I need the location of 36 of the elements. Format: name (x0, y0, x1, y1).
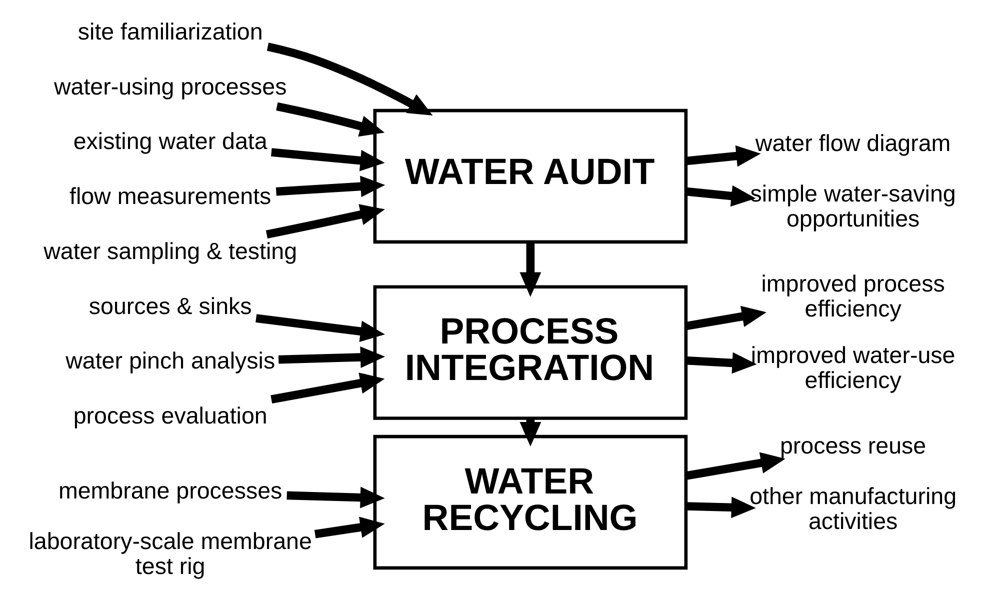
node-text: simple water-saving opportunities (750, 180, 956, 232)
node-text: process evaluation (72, 402, 267, 429)
node-text: water flow diagram (754, 130, 950, 156)
node-box: WATER RECYCLING (372, 434, 688, 570)
node-text: water-using processes (53, 73, 286, 100)
arrow (270, 372, 384, 404)
arrow (519, 242, 541, 297)
node-text: process reuse (780, 432, 926, 459)
node-box: PROCESS INTEGRATION (372, 285, 688, 420)
node-text: laboratory-scale membrane test rig (28, 528, 312, 580)
arrow (685, 185, 756, 207)
node-text: membrane processes (58, 477, 282, 504)
arrow (685, 145, 760, 167)
arrow (255, 314, 384, 342)
node-text: existing water data (72, 128, 267, 154)
arrow (286, 486, 384, 508)
node-text: site familiarization (77, 18, 262, 44)
arrow (265, 204, 384, 238)
node-text: sources & sinks (88, 292, 252, 319)
node-text: water sampling & testing (43, 238, 297, 264)
arrow (685, 352, 756, 374)
node-text: improved water-use efficiency (750, 342, 955, 393)
node-text: other manufacturing activities (749, 483, 956, 534)
node-text: flow measurements (68, 183, 271, 210)
node-text: improved process efficiency (760, 270, 944, 322)
arrow (278, 346, 384, 368)
node-box: WATER AUDIT (372, 108, 688, 244)
arrow (686, 496, 756, 518)
arrow (684, 306, 766, 330)
arrow (266, 42, 432, 116)
arrow (314, 516, 384, 538)
arrow (276, 102, 384, 137)
arrow (684, 452, 785, 480)
node-text: water pinch analysis (65, 348, 275, 374)
arrow (270, 148, 384, 172)
arrow (275, 176, 385, 198)
